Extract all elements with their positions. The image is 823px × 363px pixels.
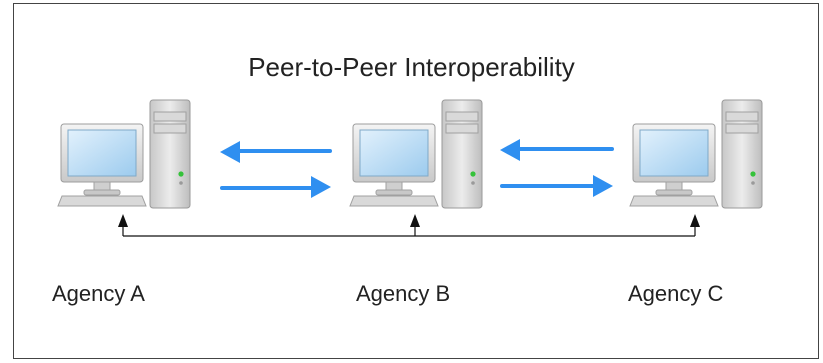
arrow-a-to-b-icon xyxy=(220,176,331,198)
agency-c-label: Agency C xyxy=(628,281,724,306)
diagram-title: Peer-to-Peer Interoperability xyxy=(248,52,575,82)
arrow-b-to-a-icon xyxy=(220,141,332,163)
computer-a-icon xyxy=(57,99,191,209)
connector-bus xyxy=(118,214,700,237)
agency-b-label: Agency B xyxy=(356,281,451,306)
agency-a-label: Agency A xyxy=(52,281,145,306)
computer-c-icon xyxy=(629,99,763,209)
computer-b-icon xyxy=(349,99,483,209)
arrow-c-to-b-icon xyxy=(500,139,614,161)
arrow-b-to-c-icon xyxy=(500,175,613,197)
